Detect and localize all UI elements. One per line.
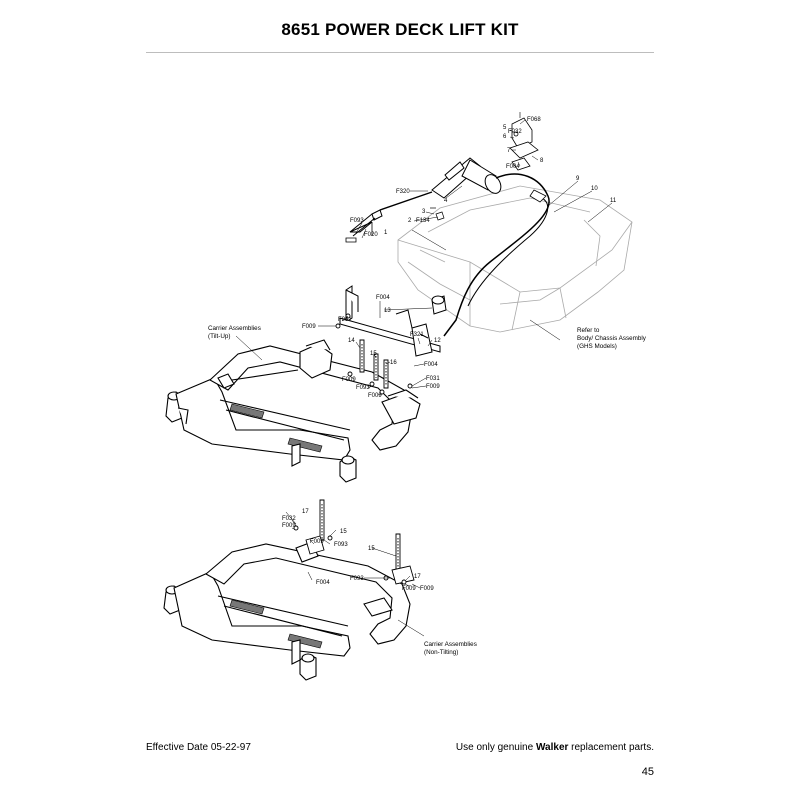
chassis-body-outline: [397, 185, 633, 333]
leader-lines: [235, 119, 613, 637]
callout-3: 3: [422, 209, 426, 215]
page-title: 8651 POWER DECK LIFT KIT: [281, 20, 519, 39]
callout-2: 2: [408, 218, 412, 224]
callout-1: 1: [384, 230, 388, 236]
carrier-assembly-tilt-up: [165, 339, 421, 483]
footer-prefix: Use only genuine: [455, 742, 536, 753]
brand-name: Walker: [535, 742, 569, 753]
note-carrier-tilt-line2: (Tilt-Up): [208, 333, 231, 340]
callout-F032-b: F032: [282, 516, 296, 522]
callout-F321: F321: [410, 332, 424, 338]
callout-8: 8: [540, 158, 544, 164]
callout-F004-c: F004: [424, 362, 438, 368]
callout-F093-d: F093: [350, 576, 364, 582]
note-refer-line1: Refer to: [577, 327, 600, 334]
note-refer-line3: (GHS Models): [577, 343, 617, 350]
callout-5: 5: [503, 125, 507, 131]
callout-17: 17: [302, 509, 309, 515]
callout-10: 10: [591, 186, 598, 192]
lift-arm-bracket: [339, 285, 447, 357]
note-carrier-nontilt-line1: Carrier Assemblies: [424, 641, 477, 648]
diagram-notes: Carrier Assemblies (Tilt-Up) Refer to Bo…: [208, 325, 647, 656]
callout-F009-b: F009: [342, 377, 356, 383]
callout-4: 4: [444, 198, 448, 204]
callout-14: 14: [348, 338, 355, 344]
title-divider: [146, 52, 654, 53]
note-carrier-nontilt-line2: (Non-Tilting): [424, 649, 458, 656]
callout-12: 12: [434, 338, 441, 344]
callout-F009-a: F009: [302, 324, 316, 330]
note-refer-line2: Body/ Chassis Assembly: [577, 335, 647, 342]
callout-F031-b: F031: [426, 376, 440, 382]
carrier-assembly-non-tilting: [163, 541, 411, 681]
footer-tagline: Use only genuine Walker replacement part…: [456, 742, 654, 753]
callout-F004-b: F004: [376, 295, 390, 301]
hardware-nut: [430, 207, 445, 221]
callout-labels: F068 5 F032 6 7 F004 8 9 10 11 4 F320 3 …: [282, 117, 617, 592]
wire-harness: [345, 173, 550, 337]
note-carrier-tilt-line1: Carrier Assemblies: [208, 325, 261, 332]
callout-F009-c: F009: [368, 393, 382, 399]
callout-F093-c: F093: [334, 542, 348, 548]
callout-17-b: 17: [414, 574, 421, 580]
callout-F009-f: F009: [310, 539, 324, 545]
callout-6: 6: [503, 134, 507, 140]
lift-chains-top: [335, 313, 413, 395]
callout-F004-d: F004: [316, 580, 330, 586]
callout-15: 15: [370, 351, 377, 357]
footer-suffix: replacement parts.: [568, 742, 654, 753]
callout-F093-b: F093: [356, 385, 370, 391]
callout-F009-e: F009: [282, 523, 296, 529]
callout-F004: F004: [506, 164, 520, 170]
callout-7: 7: [507, 148, 511, 154]
page-number: 45: [641, 766, 654, 778]
callout-15-b: 15: [340, 529, 347, 535]
callout-F093: F093: [350, 218, 364, 224]
effective-date: Effective Date 05-22-97: [146, 742, 251, 753]
callout-F020: F020: [364, 232, 378, 238]
callout-F009-h: F009: [420, 586, 434, 592]
callout-F031: F031: [338, 317, 352, 323]
callout-F134: F134: [416, 218, 430, 224]
callout-F009-g: F009: [402, 586, 416, 592]
callout-F320: F320: [396, 189, 410, 195]
callout-F068: F068: [527, 117, 541, 123]
callout-13: 13: [384, 308, 391, 314]
callout-F009-d: F009: [426, 384, 440, 390]
callout-16: 16: [390, 360, 397, 366]
callout-9: 9: [576, 176, 580, 182]
callout-F032: F032: [508, 129, 522, 135]
switch-bracket: [509, 112, 539, 171]
callout-15-c: 15: [368, 546, 375, 552]
callout-11: 11: [610, 198, 617, 204]
